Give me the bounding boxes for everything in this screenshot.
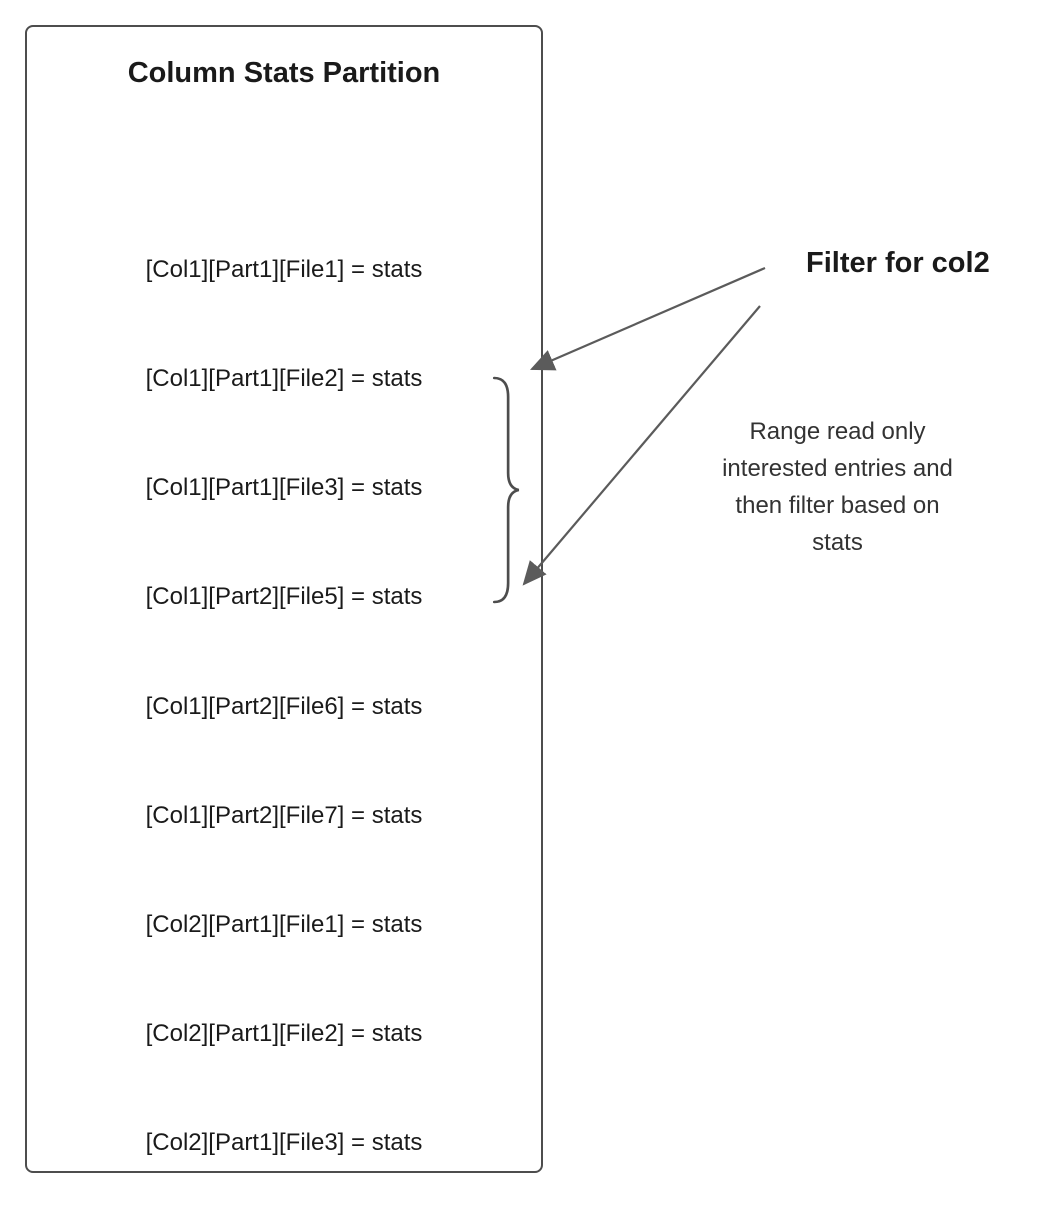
entry-list: [Col1][Part1][File1] = stats [Col1][Part… [27,179,541,1206]
entry-row: [Col1][Part1][File2] = stats [145,365,423,393]
col2-brace [492,376,520,604]
entry-row: [Col2][Part1][File2] = stats [145,1020,423,1048]
entry-row: [Col1][Part2][File6] = stats [145,692,423,720]
partition-title: Column Stats Partition [127,57,441,89]
note-line: then filter based on [735,492,940,519]
entry-row: [Col1][Part1][File3] = stats [145,474,423,502]
filter-label: Filter for col2 [806,247,990,279]
note-line: interested entries and [722,455,953,482]
entry-row: [Col2][Part1][File1] = stats [145,911,423,939]
entry-row: [Col1][Part2][File5] = stats [145,583,423,611]
entry-row: [Col2][Part1][File3] = stats [145,1129,423,1157]
note-line: Range read only [749,418,926,445]
partition-box: Column Stats Partition [Col1][Part1][Fil… [25,25,543,1173]
note-line: stats [812,529,863,556]
note-text: Range read only interested entries and t… [695,413,980,561]
entry-row: [Col1][Part1][File1] = stats [145,255,423,283]
entry-row: [Col1][Part2][File7] = stats [145,801,423,829]
filter-arrow-top [529,266,766,371]
